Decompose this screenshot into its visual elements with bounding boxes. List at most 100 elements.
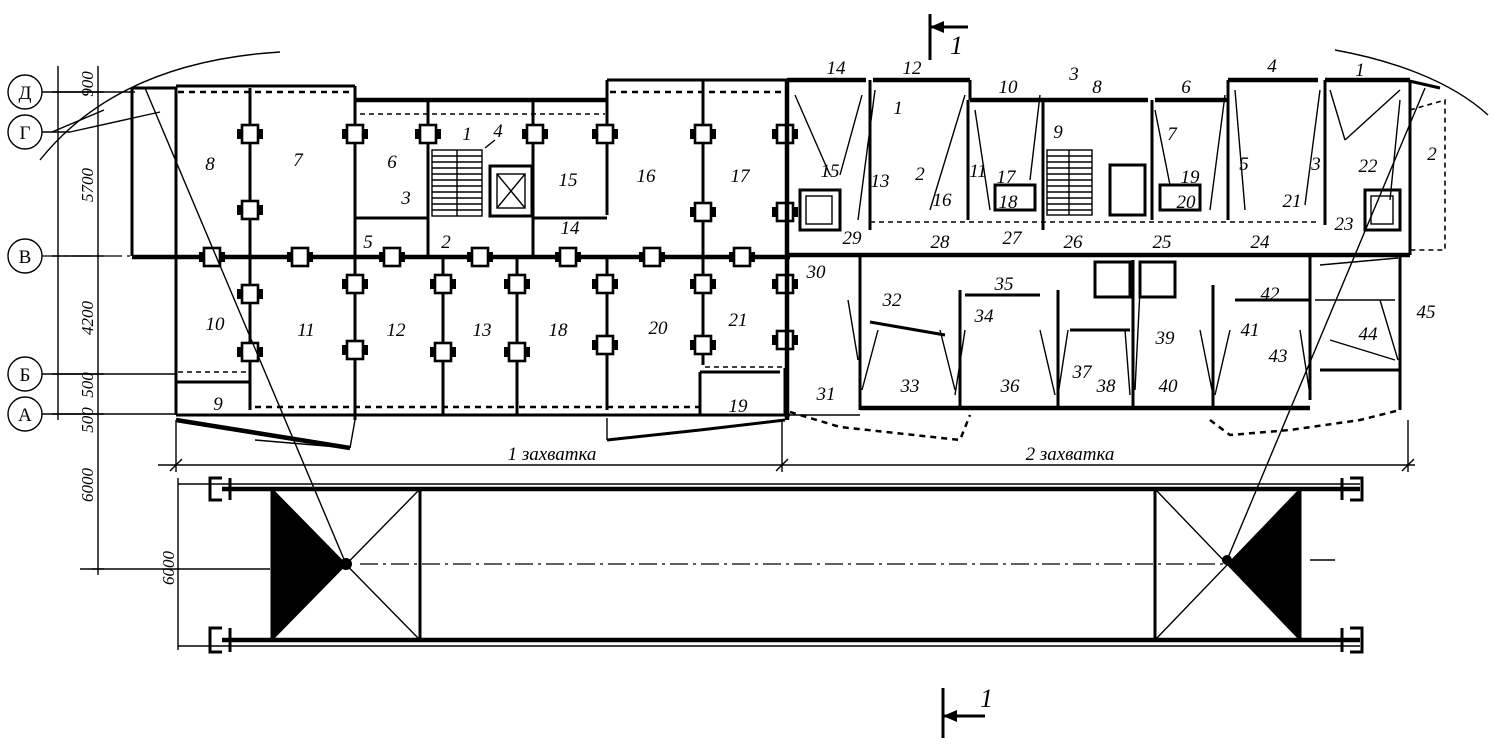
dim-500-a: 500 [78, 372, 97, 398]
section-mark-top: 1 [950, 31, 963, 60]
column-symbol [342, 339, 368, 361]
room-number: 31 [816, 384, 836, 405]
room-number: 3 [1068, 64, 1079, 85]
room-number: 23 [1335, 214, 1354, 235]
dim-500-b: 500 [78, 407, 97, 433]
room-number: 15 [821, 161, 840, 182]
crane-dim-6000: 6000 [159, 551, 178, 586]
dim-6000-left: 6000 [78, 468, 97, 503]
room-number: 43 [1269, 346, 1288, 367]
room-number: 9 [1053, 122, 1063, 143]
crane-track: 6000 [39, 49, 1489, 654]
room-number: 26 [1064, 232, 1084, 253]
column-symbol [342, 123, 368, 145]
column-symbol [287, 246, 313, 268]
room-number: 4 [1267, 56, 1277, 77]
column-symbols [199, 123, 798, 363]
room-number: 22 [1359, 156, 1379, 177]
room-number: 32 [882, 290, 903, 311]
room-number: 11 [297, 320, 315, 341]
room-number: 25 [1153, 232, 1172, 253]
room-number: 10 [206, 314, 226, 335]
column-symbol [522, 123, 548, 145]
room-number: 19 [729, 396, 749, 417]
room-number: 5 [363, 232, 373, 253]
axis-label-d: Д [19, 83, 32, 104]
room-number: 12 [903, 58, 923, 79]
section-mark-bottom: 1 [980, 684, 993, 713]
room-number: 18 [999, 192, 1019, 213]
column-symbol [237, 123, 263, 145]
room-numbers-right: 14 12 10 3 8 6 4 1 1 9 7 5 3 2 11 15 13 … [806, 56, 1438, 405]
room-number: 37 [1072, 362, 1094, 383]
room-number: 44 [1359, 324, 1379, 345]
room-number: 28 [931, 232, 951, 253]
stair-treads-left [432, 150, 482, 216]
axis-label-a: А [18, 405, 32, 426]
room-number: 14 [827, 58, 847, 79]
axis-label-v: В [19, 247, 32, 268]
room-number: 20 [649, 318, 669, 339]
column-symbol [199, 246, 225, 268]
dim-5700: 5700 [78, 168, 97, 203]
column-symbol [592, 273, 618, 295]
room-number: 1 [893, 98, 903, 119]
column-symbol [555, 246, 581, 268]
column-symbol [729, 246, 755, 268]
room-number: 21 [729, 310, 748, 331]
column-symbol [690, 273, 716, 295]
room-number: 8 [205, 154, 215, 175]
column-symbol [690, 201, 716, 223]
building-right-block [784, 77, 1446, 442]
column-symbol [690, 334, 716, 356]
room-number: 39 [1155, 328, 1176, 349]
room-number: 20 [1177, 192, 1197, 213]
room-number: 2 [441, 232, 451, 253]
room-number: 2 [1427, 144, 1437, 165]
room-number: 27 [1003, 228, 1024, 249]
room-number: 12 [387, 320, 407, 341]
room-number: 3 [1310, 154, 1321, 175]
column-symbol [467, 246, 493, 268]
room-number: 24 [1251, 232, 1271, 253]
axis-label-g: Г [20, 123, 31, 144]
column-symbol [430, 273, 456, 295]
room-number: 17 [997, 167, 1018, 188]
room-number: 13 [473, 320, 492, 341]
room-number: 14 [561, 218, 581, 239]
room-number: 41 [1241, 320, 1260, 341]
room-number: 11 [969, 161, 987, 182]
axis-label-b: Б [20, 365, 31, 386]
room-number: 7 [1167, 124, 1178, 145]
room-number: 6 [1181, 77, 1191, 98]
room-number: 34 [974, 306, 995, 327]
room-number: 35 [994, 274, 1014, 295]
capture-dimension: 1 захватка 2 захватка [158, 420, 1415, 472]
room-number: 7 [293, 150, 304, 171]
room-number: 13 [871, 171, 890, 192]
room-number: 3 [400, 188, 411, 209]
room-number: 42 [1261, 284, 1281, 305]
column-symbol [237, 199, 263, 221]
room-number: 2 [915, 164, 925, 185]
room-number: 15 [559, 170, 578, 191]
section-marks: 1 1 [928, 14, 993, 738]
room-number: 38 [1096, 376, 1117, 397]
column-symbol [430, 341, 456, 363]
column-symbol [342, 273, 368, 295]
room-number: 16 [637, 166, 657, 187]
room-number: 16 [933, 190, 953, 211]
room-number: 40 [1159, 376, 1179, 397]
room-number: 19 [1181, 167, 1201, 188]
stair-treads-right [1047, 150, 1092, 215]
room-number: 45 [1417, 302, 1436, 323]
mounting-sequence-lines [794, 89, 1401, 396]
room-number: 1 [1355, 60, 1365, 81]
column-symbol [379, 246, 405, 268]
room-number: 1 [462, 124, 472, 145]
column-symbol [415, 123, 441, 145]
room-number: 30 [806, 262, 827, 283]
room-number: 10 [999, 77, 1019, 98]
room-number: 4 [493, 121, 503, 142]
